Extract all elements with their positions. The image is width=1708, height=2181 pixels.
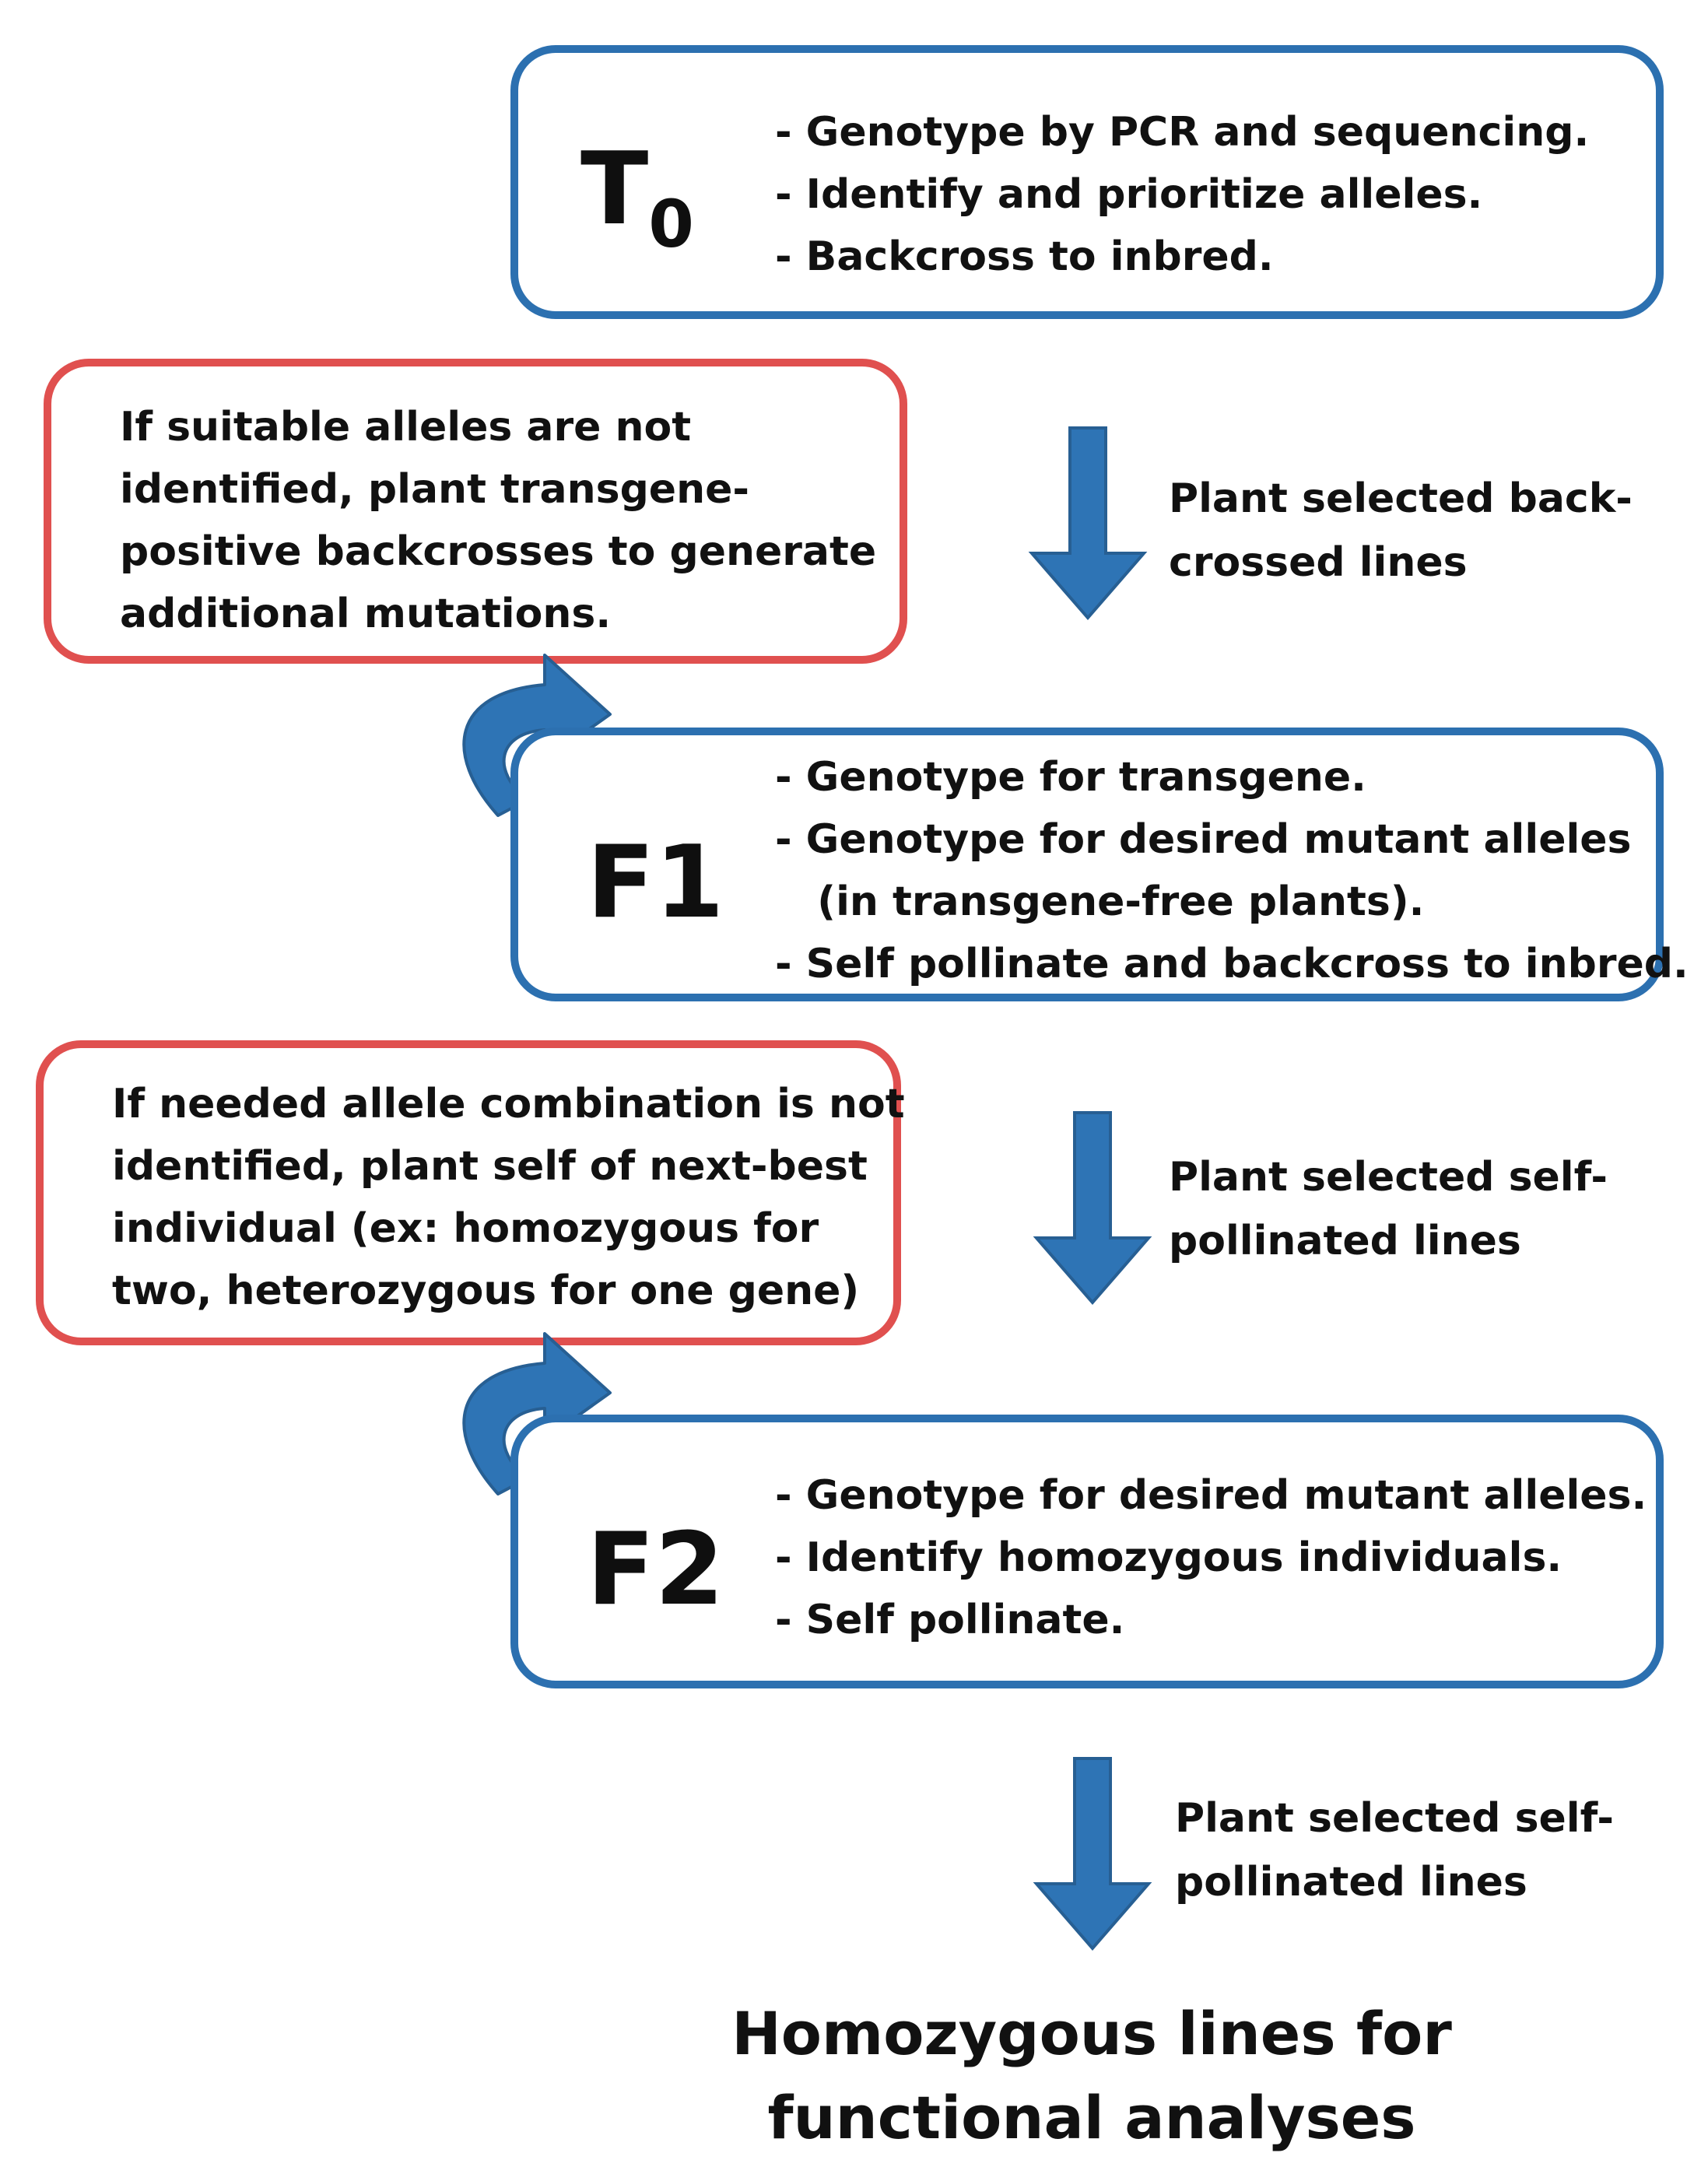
step1-line: crossed lines bbox=[1169, 539, 1468, 586]
f1-box: F1 - Genotype for transgene. - Genotype … bbox=[510, 728, 1689, 1001]
t0-bullet: - Identify and prioritize alleles. bbox=[775, 171, 1483, 218]
step3-label: Plant selected self- pollinated lines bbox=[1175, 1787, 1614, 1914]
f1-bullet: - Genotype for transgene. bbox=[775, 754, 1366, 801]
curved-arrow-1 bbox=[462, 654, 612, 817]
step1-line: Plant selected back- bbox=[1169, 475, 1633, 522]
f2-stage-label: F2 bbox=[587, 1512, 724, 1628]
note1-line: positive backcrosses to generate bbox=[120, 528, 877, 575]
f1-bullet-list: - Genotype for transgene. - Genotype for… bbox=[775, 746, 1689, 995]
step3-line: Plant selected self- bbox=[1175, 1795, 1614, 1842]
f2-box: F2 - Genotype for desired mutant alleles… bbox=[510, 1415, 1664, 1688]
note2-box: If needed allele combination is not iden… bbox=[36, 1040, 905, 1345]
note1-line: additional mutations. bbox=[120, 591, 612, 637]
final-outcome-label: Homozygous lines for functional analyses bbox=[703, 1992, 1481, 2160]
t0-bullet-list: - Genotype by PCR and sequencing. - Iden… bbox=[775, 101, 1589, 288]
note2-line: individual (ex: homozygous for bbox=[112, 1205, 819, 1252]
note1-box: If suitable alleles are not identified, … bbox=[44, 359, 907, 664]
f1-bullet: - Genotype for desired mutant alleles bbox=[775, 816, 1632, 863]
down-arrow-1 bbox=[1028, 426, 1148, 621]
t0-stage-label: T0 bbox=[580, 131, 694, 262]
step3-line: pollinated lines bbox=[1175, 1859, 1527, 1906]
note1-text: If suitable alleles are not identified, … bbox=[120, 396, 876, 645]
step2-line: pollinated lines bbox=[1169, 1218, 1521, 1264]
note2-line: identified, plant self of next-best bbox=[112, 1143, 868, 1190]
f2-bullet-list: - Genotype for desired mutant alleles. -… bbox=[775, 1464, 1647, 1651]
note1-line: If suitable alleles are not bbox=[120, 404, 692, 451]
note2-line: two, heterozygous for one gene) bbox=[112, 1268, 860, 1314]
note2-line: If needed allele combination is not bbox=[112, 1081, 905, 1127]
f2-bullet: - Genotype for desired mutant alleles. bbox=[775, 1472, 1647, 1519]
down-arrow-3 bbox=[1033, 1757, 1152, 1951]
f1-bullet: - Self pollinate and backcross to inbred… bbox=[775, 941, 1689, 987]
note1-line: identified, plant transgene- bbox=[120, 466, 749, 513]
f1-stage-label: F1 bbox=[587, 825, 724, 941]
t0-box: T0 - Genotype by PCR and sequencing. - I… bbox=[510, 45, 1664, 319]
t0-bullet: - Backcross to inbred. bbox=[775, 233, 1274, 280]
f1-bullet: (in transgene-free plants). bbox=[775, 878, 1425, 925]
step2-line: Plant selected self- bbox=[1169, 1154, 1608, 1201]
final-line: Homozygous lines for bbox=[731, 1999, 1452, 2068]
note2-text: If needed allele combination is not iden… bbox=[112, 1073, 905, 1322]
step2-label: Plant selected self- pollinated lines bbox=[1169, 1145, 1608, 1273]
curved-arrow-2 bbox=[462, 1332, 612, 1495]
down-arrow-2 bbox=[1033, 1111, 1152, 1306]
f2-bullet: - Identify homozygous individuals. bbox=[775, 1534, 1562, 1581]
step1-label: Plant selected back- crossed lines bbox=[1169, 467, 1633, 594]
t0-bullet: - Genotype by PCR and sequencing. bbox=[775, 109, 1590, 156]
final-line: functional analyses bbox=[767, 2083, 1416, 2152]
f2-bullet: - Self pollinate. bbox=[775, 1597, 1125, 1643]
